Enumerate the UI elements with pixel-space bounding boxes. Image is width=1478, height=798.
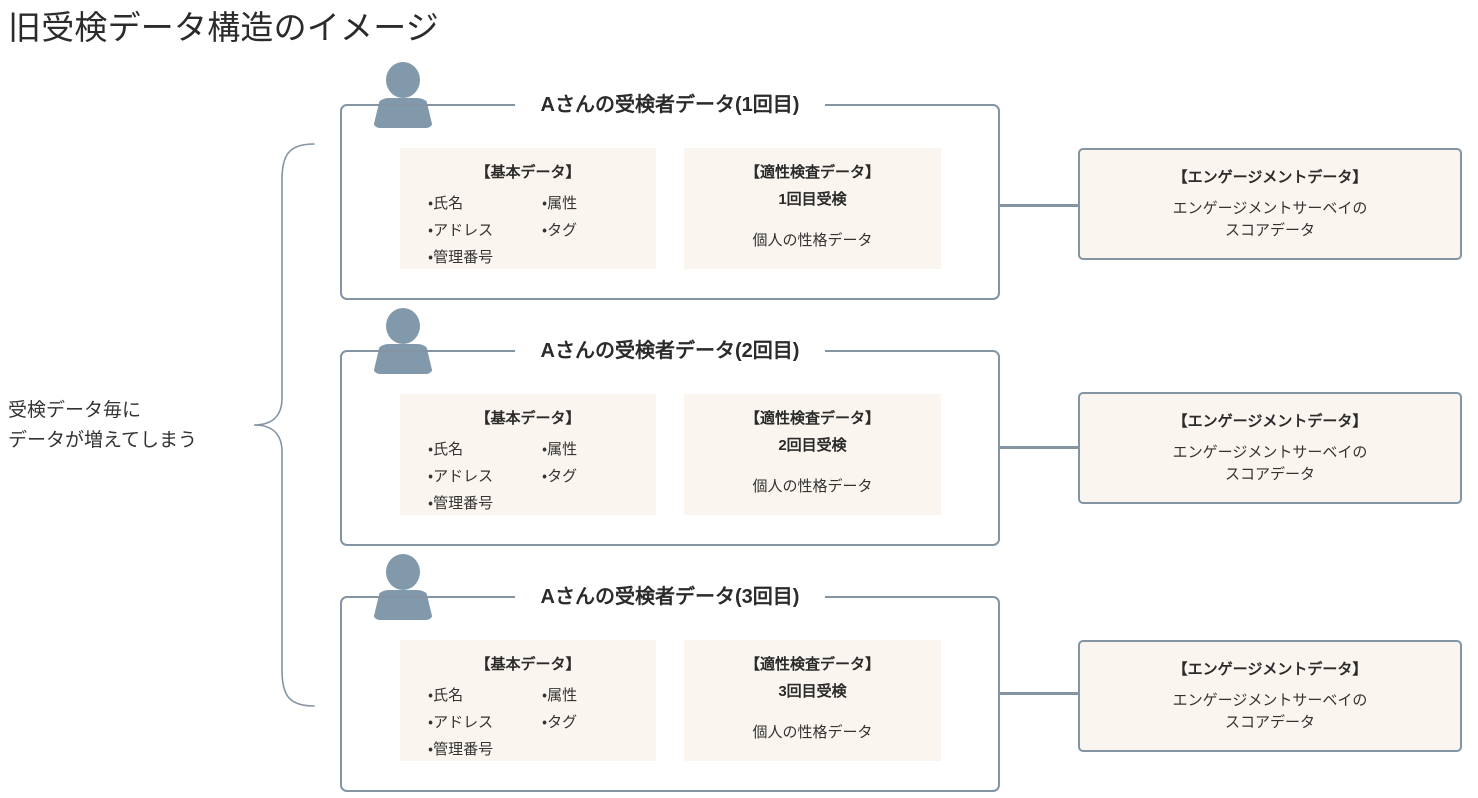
aptitude-data-note: 個人の性格データ bbox=[752, 724, 873, 741]
aptitude-data-box: 【適性検査データ】 2回目受検 個人の性格データ bbox=[684, 394, 941, 515]
person-head bbox=[386, 554, 420, 590]
basic-data-col-left: ・氏名 ・アドレス ・管理番号 bbox=[428, 436, 542, 517]
engagement-data-box[interactable]: 【エンゲージメントデータ】 エンゲージメントサーベイの スコアデータ bbox=[1078, 392, 1462, 504]
aptitude-data-heading: 【適性検査データ】 bbox=[744, 656, 880, 673]
list-item: ・タグ bbox=[542, 714, 578, 731]
engagement-desc-line-2: スコアデータ bbox=[1224, 465, 1315, 483]
engagement-title: 【エンゲージメントデータ】 bbox=[1172, 660, 1368, 678]
list-item: ・属性 bbox=[542, 441, 578, 458]
person-icon bbox=[372, 62, 434, 128]
connector-line bbox=[999, 692, 1079, 695]
aptitude-data-box: 【適性検査データ】 3回目受検 個人の性格データ bbox=[684, 640, 941, 761]
engagement-desc-line-1: エンゲージメントサーベイの bbox=[1172, 443, 1368, 461]
exam-card-title: Aさんの受検者データ(2回目) bbox=[342, 336, 998, 366]
list-item: ・アドレス bbox=[428, 468, 494, 485]
list-item: ・氏名 bbox=[428, 195, 464, 212]
engagement-desc-line-2: スコアデータ bbox=[1224, 713, 1315, 731]
basic-data-col-left: ・氏名 ・アドレス ・管理番号 bbox=[428, 682, 542, 763]
person-icon bbox=[372, 554, 434, 620]
annotation-line-1: 受検データ毎に bbox=[8, 400, 142, 421]
page-title: 旧受検データ構造のイメージ bbox=[8, 9, 439, 46]
person-head bbox=[386, 308, 420, 344]
aptitude-data-attempt: 2回目受検 bbox=[778, 437, 847, 454]
exam-card[interactable]: Aさんの受検者データ(1回目) 【基本データ】 ・氏名 ・アドレス ・管理番号 … bbox=[340, 94, 1000, 300]
engagement-description: エンゲージメントサーベイの スコアデータ bbox=[1173, 690, 1368, 734]
aptitude-data-note: 個人の性格データ bbox=[752, 232, 873, 249]
exam-card-title: Aさんの受検者データ(1回目) bbox=[342, 90, 998, 120]
engagement-description: エンゲージメントサーベイの スコアデータ bbox=[1173, 198, 1368, 242]
list-item: ・タグ bbox=[542, 468, 578, 485]
basic-data-col-right: ・属性 ・タグ bbox=[542, 190, 656, 271]
basic-data-box: 【基本データ】 ・氏名 ・アドレス ・管理番号 ・属性 ・タグ bbox=[400, 148, 656, 269]
list-item: ・属性 bbox=[542, 195, 578, 212]
basic-data-col-left: ・氏名 ・アドレス ・管理番号 bbox=[428, 190, 542, 271]
annotation-line-2: データが増えてしまう bbox=[8, 430, 198, 451]
person-body bbox=[373, 98, 433, 128]
aptitude-data-attempt: 3回目受検 bbox=[778, 683, 847, 700]
engagement-data-box[interactable]: 【エンゲージメントデータ】 エンゲージメントサーベイの スコアデータ bbox=[1078, 148, 1462, 260]
engagement-data-box[interactable]: 【エンゲージメントデータ】 エンゲージメントサーベイの スコアデータ bbox=[1078, 640, 1462, 752]
list-item: ・属性 bbox=[542, 687, 578, 704]
basic-data-list: ・氏名 ・アドレス ・管理番号 ・属性 ・タグ bbox=[400, 432, 656, 517]
person-body bbox=[373, 344, 433, 374]
list-item: ・アドレス bbox=[428, 222, 494, 239]
basic-data-box: 【基本データ】 ・氏名 ・アドレス ・管理番号 ・属性 ・タグ bbox=[400, 640, 656, 761]
list-item: ・タグ bbox=[542, 222, 578, 239]
annotation-text: 受検データ毎に データが増えてしまう bbox=[8, 396, 197, 456]
list-item: ・管理番号 bbox=[428, 249, 494, 266]
exam-card-title: Aさんの受検者データ(3回目) bbox=[342, 582, 998, 612]
aptitude-data-note: 個人の性格データ bbox=[752, 478, 873, 495]
basic-data-col-right: ・属性 ・タグ bbox=[542, 436, 656, 517]
exam-card[interactable]: Aさんの受検者データ(2回目) 【基本データ】 ・氏名 ・アドレス ・管理番号 … bbox=[340, 340, 1000, 546]
basic-data-heading: 【基本データ】 bbox=[475, 656, 581, 673]
engagement-desc-line-2: スコアデータ bbox=[1224, 221, 1315, 239]
list-item: ・管理番号 bbox=[428, 741, 494, 758]
exam-card[interactable]: Aさんの受検者データ(3回目) 【基本データ】 ・氏名 ・アドレス ・管理番号 … bbox=[340, 586, 1000, 792]
basic-data-heading: 【基本データ】 bbox=[475, 164, 581, 181]
aptitude-data-attempt: 1回目受検 bbox=[778, 191, 847, 208]
list-item: ・氏名 bbox=[428, 441, 464, 458]
aptitude-data-heading: 【適性検査データ】 bbox=[744, 410, 880, 427]
basic-data-list: ・氏名 ・アドレス ・管理番号 ・属性 ・タグ bbox=[400, 678, 656, 763]
engagement-title: 【エンゲージメントデータ】 bbox=[1172, 412, 1368, 430]
list-item: ・氏名 bbox=[428, 687, 464, 704]
aptitude-data-heading: 【適性検査データ】 bbox=[744, 164, 880, 181]
basic-data-box: 【基本データ】 ・氏名 ・アドレス ・管理番号 ・属性 ・タグ bbox=[400, 394, 656, 515]
connector-line bbox=[999, 446, 1079, 449]
engagement-desc-line-1: エンゲージメントサーベイの bbox=[1172, 691, 1368, 709]
person-head bbox=[386, 62, 420, 98]
list-item: ・管理番号 bbox=[428, 495, 494, 512]
person-body bbox=[373, 590, 433, 620]
basic-data-heading: 【基本データ】 bbox=[475, 410, 581, 427]
person-icon bbox=[372, 308, 434, 374]
basic-data-col-right: ・属性 ・タグ bbox=[542, 682, 656, 763]
aptitude-data-box: 【適性検査データ】 1回目受検 個人の性格データ bbox=[684, 148, 941, 269]
engagement-title: 【エンゲージメントデータ】 bbox=[1172, 168, 1368, 186]
engagement-description: エンゲージメントサーベイの スコアデータ bbox=[1173, 442, 1368, 486]
engagement-desc-line-1: エンゲージメントサーベイの bbox=[1172, 199, 1368, 217]
curly-brace-icon bbox=[248, 140, 318, 710]
list-item: ・アドレス bbox=[428, 714, 494, 731]
connector-line bbox=[999, 204, 1079, 207]
basic-data-list: ・氏名 ・アドレス ・管理番号 ・属性 ・タグ bbox=[400, 186, 656, 271]
